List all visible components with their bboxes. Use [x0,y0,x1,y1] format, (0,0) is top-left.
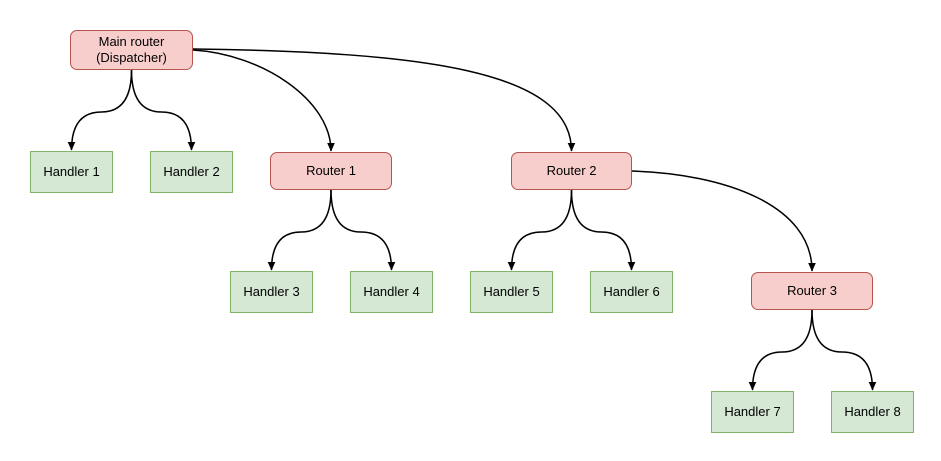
node-label-router-2: Router 2 [546,163,597,178]
edge-router-3-to-handler-7 [748,309,813,391]
node-label-router-3: Router 3 [787,283,837,298]
node-handler-7[interactable]: Handler 7 [711,391,794,433]
node-label-handler-8: Handler 8 [844,404,901,419]
edge-router-3-to-handler-8 [811,309,877,391]
edge-router-2-to-handler-6 [570,189,636,271]
edge-main-router-to-handler-2 [130,69,196,151]
edge-main-router-to-router-2 [192,48,576,152]
edge-router-1-to-handler-3 [267,189,332,271]
node-handler-4[interactable]: Handler 4 [350,271,433,313]
node-handler-8[interactable]: Handler 8 [831,391,914,433]
node-label-main-router: Main router (Dispatcher) [96,34,167,65]
node-label-handler-6: Handler 6 [603,284,660,299]
node-main-router[interactable]: Main router (Dispatcher) [70,30,193,70]
node-handler-6[interactable]: Handler 6 [590,271,673,313]
edge-router-2-to-router-3 [631,170,816,272]
edge-main-router-to-handler-1 [67,69,133,151]
node-router-1[interactable]: Router 1 [270,152,392,190]
node-label-handler-5: Handler 5 [483,284,540,299]
node-router-2[interactable]: Router 2 [511,152,632,190]
node-label-handler-2: Handler 2 [163,164,220,179]
node-handler-1[interactable]: Handler 1 [30,151,113,193]
edge-router-1-to-handler-4 [330,189,396,271]
node-label-handler-7: Handler 7 [724,404,781,419]
edge-main-router-to-router-1 [192,49,335,152]
node-label-handler-4: Handler 4 [363,284,420,299]
node-label-handler-3: Handler 3 [243,284,300,299]
edge-router-2-to-handler-5 [507,189,573,271]
node-handler-3[interactable]: Handler 3 [230,271,313,313]
node-label-handler-1: Handler 1 [43,164,100,179]
node-router-3[interactable]: Router 3 [751,272,873,310]
node-label-router-1: Router 1 [306,163,356,178]
node-handler-2[interactable]: Handler 2 [150,151,233,193]
node-handler-5[interactable]: Handler 5 [470,271,553,313]
